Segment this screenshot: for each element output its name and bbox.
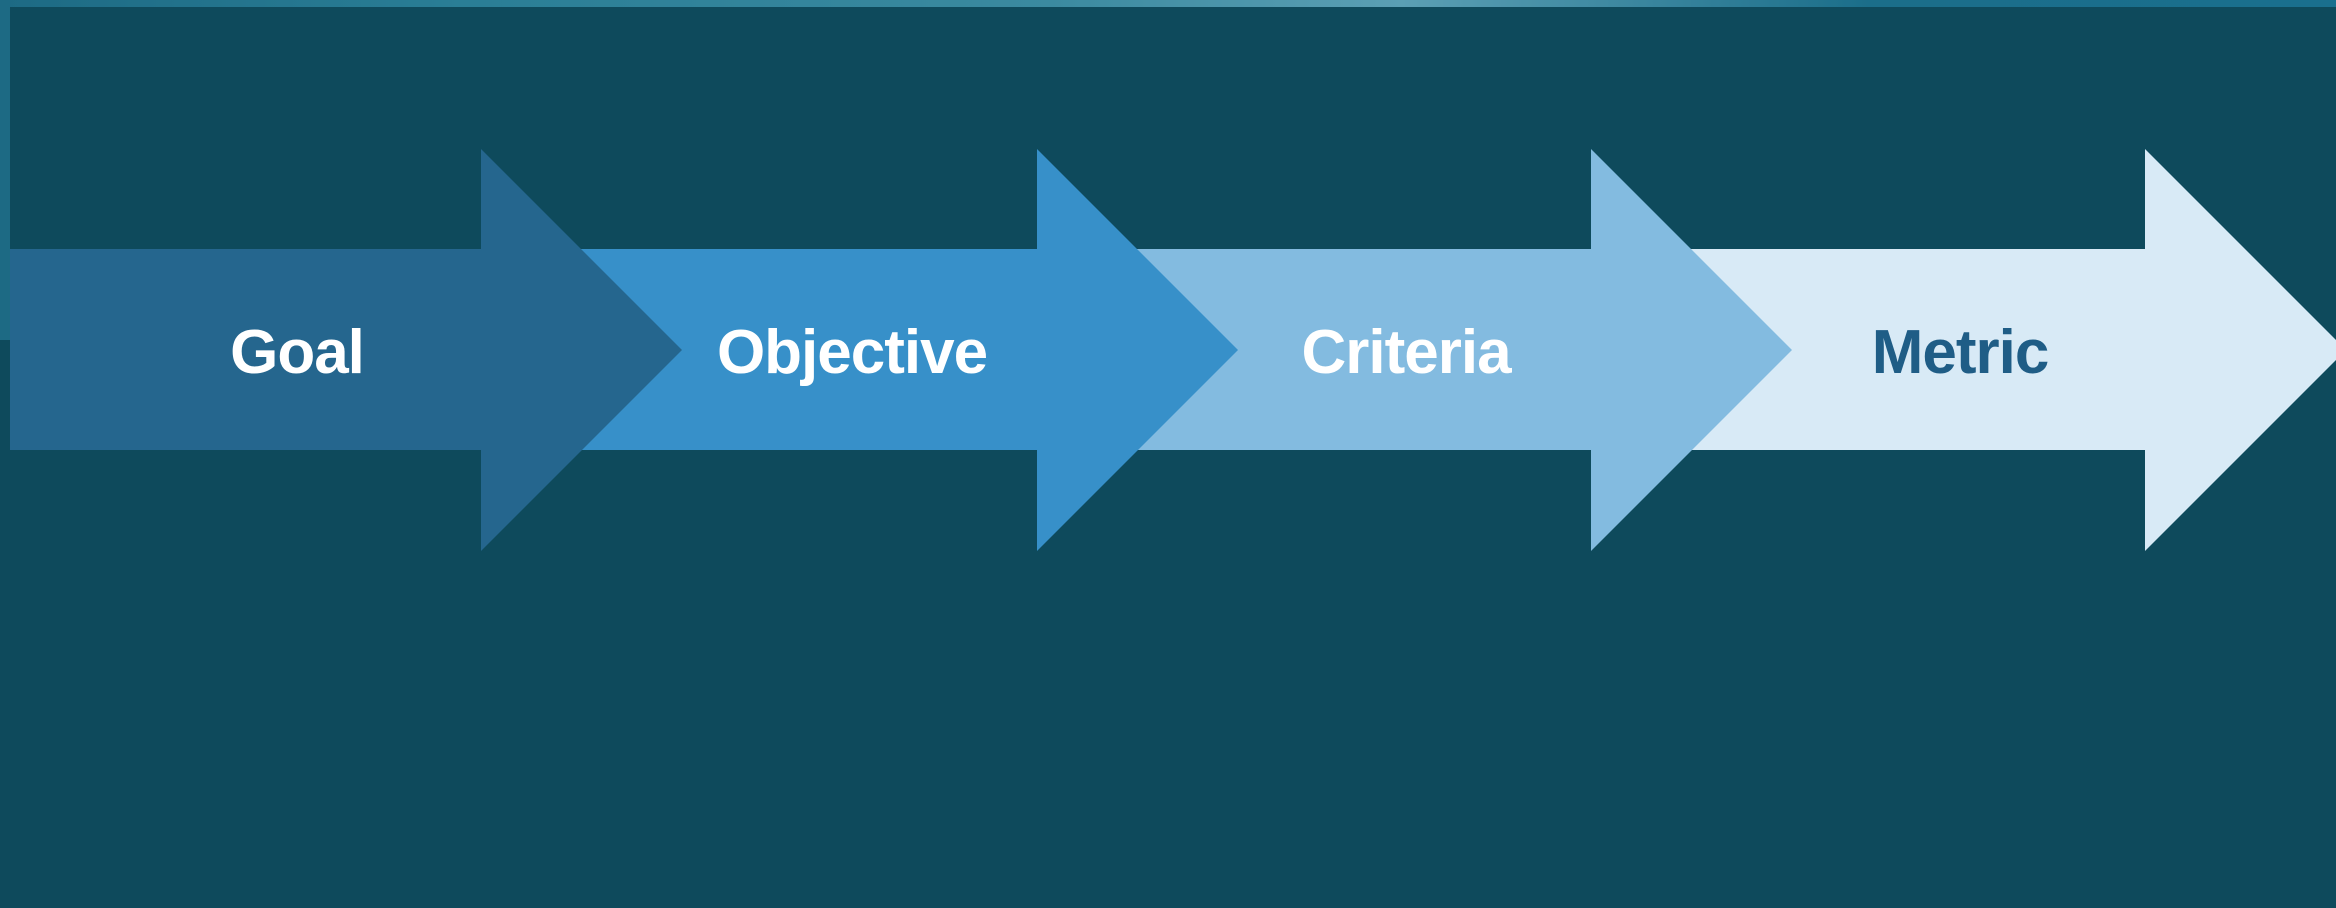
diagram-panel: [10, 7, 2336, 908]
metric-label: Metric: [1872, 318, 2049, 387]
objective-label: Objective: [717, 318, 987, 387]
arrow-goal: [10, 149, 682, 551]
arrow-objective: [580, 149, 1238, 551]
arrow-criteria: [1135, 149, 1792, 551]
criteria-label: Criteria: [1301, 318, 1512, 387]
arrow-metric: [1690, 149, 2336, 551]
goal-label: Goal: [230, 318, 364, 387]
